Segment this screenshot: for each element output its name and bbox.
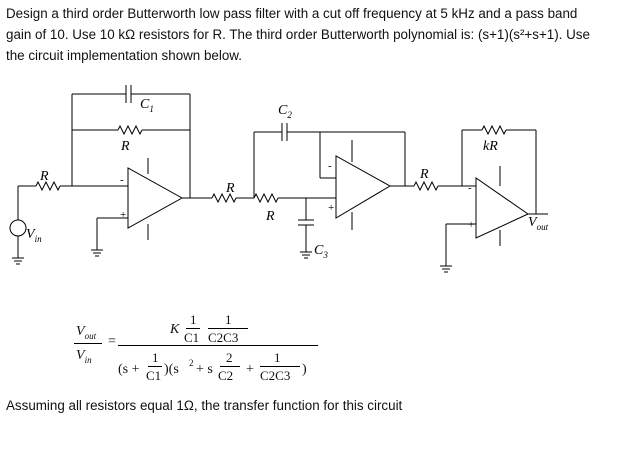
denominator-c1: C1 — [146, 368, 162, 383]
denominator-mid: )(s — [164, 362, 179, 377]
denominator-c2: C2 — [218, 368, 234, 383]
denominator-s-plus: (s + — [118, 362, 140, 377]
footer-text: Assuming all resistors equal 1Ω, the tra… — [6, 398, 403, 413]
problem-line-3: the circuit implementation shown below. — [6, 48, 242, 63]
equals-sign: = — [108, 334, 116, 349]
vin-label: Vin — [26, 227, 42, 244]
main-fraction-bar — [118, 345, 318, 346]
numerator-one-a: 1 — [190, 312, 197, 327]
c3-label: C3 — [314, 243, 328, 260]
denominator-two: 2 — [226, 350, 233, 365]
kr-label: kR — [483, 139, 498, 154]
input-resistor-label: R — [39, 169, 49, 184]
denominator-plus: + — [246, 362, 254, 377]
input-resistor — [35, 180, 61, 192]
vin-source — [9, 219, 27, 237]
problem-line-1: Design a third order Butterworth low pas… — [6, 6, 578, 21]
middle-resistor-1 — [211, 192, 237, 204]
denominator-close: ) — [302, 362, 307, 377]
stage3-resistor-label: R — [419, 167, 429, 182]
denominator-plus-s: + s — [196, 362, 213, 377]
opamp2-minus: - — [328, 160, 332, 172]
opamp2-plus: + — [328, 202, 334, 214]
circuit-diagram: C1 C2 C3 R R R R R kR Vin Vout + - + - +… — [9, 85, 549, 273]
opamp-1 — [127, 167, 184, 229]
opamp-2 — [335, 155, 392, 219]
transfer-function: Vout Vin = K 1 C1 1 C2C3 (s + 1 C1 )(s 2… — [70, 312, 330, 402]
denominator-square: 2 — [189, 358, 194, 368]
opamp-3 — [475, 177, 530, 239]
feedback-resistor — [117, 124, 143, 136]
feedback-resistor-label: R — [120, 139, 130, 154]
numerator-one-b: 1 — [225, 312, 232, 327]
opamp3-minus: - — [468, 182, 472, 194]
lhs-denominator: Vin — [76, 348, 92, 365]
gain-k: K — [170, 322, 180, 337]
denominator-one: 1 — [152, 350, 159, 365]
problem-statement: Design a third order Butterworth low pas… — [6, 3, 622, 66]
lhs-numerator: Vout — [76, 324, 97, 341]
middle-resistor-2-label: R — [265, 209, 275, 224]
middle-resistor-1-label: R — [225, 181, 235, 196]
numerator-c1: C1 — [184, 330, 200, 345]
problem-line-2: gain of 10. Use 10 kΩ resistors for R. T… — [6, 27, 590, 42]
middle-resistor-2 — [253, 192, 279, 204]
numerator-c2c3: C2C3 — [208, 330, 239, 345]
opamp1-minus: - — [120, 174, 124, 186]
vout-label: Vout — [528, 215, 549, 232]
denominator-one-b: 1 — [274, 350, 281, 365]
kr-resistor — [481, 124, 507, 136]
lhs-fraction-bar — [74, 343, 102, 344]
c2-label: C2 — [278, 103, 292, 120]
denominator-c2c3: C2C3 — [260, 368, 291, 383]
opamp1-plus: + — [120, 209, 126, 221]
c1-label: C1 — [140, 97, 154, 114]
stage3-resistor — [413, 180, 439, 192]
opamp3-plus: + — [468, 219, 474, 231]
